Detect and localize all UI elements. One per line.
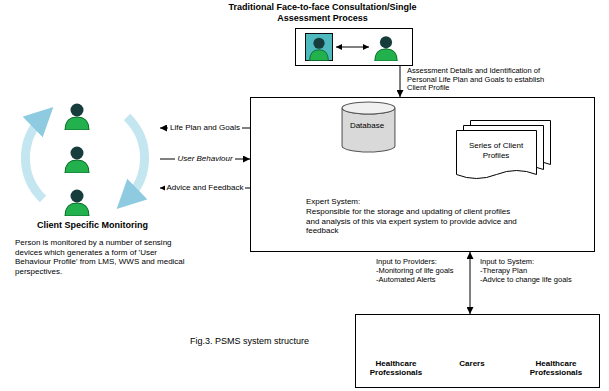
node-text: Healthcare Professionals: [516, 359, 596, 377]
node-text: Carers: [441, 359, 503, 368]
node-text: Expert System:: [306, 197, 526, 207]
node-text: Healthcare Professionals: [359, 359, 433, 377]
cylinder-top: [342, 102, 395, 114]
node-frame: [20, 92, 160, 217]
client-icon: [375, 36, 397, 61]
client-monitoring-group: Client Specific MonitoringPerson is moni…: [10, 92, 188, 292]
cycle-arrow: [25, 117, 43, 199]
node-text: Series of Client Profiles: [460, 141, 532, 160]
annotation-text: -Therapy Plan: [480, 266, 527, 275]
node-text: Database: [341, 121, 393, 131]
clinician-icon: [305, 33, 332, 60]
node-text: Responsible for the storage and updating…: [306, 207, 518, 236]
annotation-text: Input to System:: [480, 257, 534, 266]
edge-label: Life Plan and Goals: [168, 123, 242, 133]
consultation-box: Traditional Face-to-face Consultation/Si…: [220, 2, 428, 66]
node-frame: [295, 28, 413, 66]
edge-label: User Behaviour: [175, 154, 234, 164]
connector-arrow: [470, 252, 471, 314]
expert-system-box: DatabaseSeries of Client ProfilesExpert …: [250, 97, 595, 252]
annotation-text: -Monitoring of life goals: [376, 266, 454, 275]
consultation-arrow: [336, 47, 369, 48]
database-cylinder: Database: [341, 101, 396, 153]
client-icon: [65, 147, 89, 174]
node-heading: Client Specific Monitoring: [10, 220, 175, 231]
client-profiles-stack: Series of Client Profiles: [456, 119, 551, 181]
figure-caption: Fig.3. PSMS system structure: [190, 336, 309, 347]
document-page: [457, 131, 537, 179]
connector-arrow: [400, 66, 401, 97]
providers-box: Healthcare Professionals Carers Healthcare…: [355, 314, 600, 388]
edge-label: Assessment Details and Identification of…: [407, 67, 565, 93]
client-icon: [65, 104, 89, 131]
node-heading: Traditional Face-to-face Consultation/Si…: [220, 2, 425, 24]
cycle-arrow: [127, 117, 145, 199]
annotation-text: Input to Providers:: [376, 257, 437, 266]
edge-label: Advice and Feedback: [165, 183, 246, 193]
annotation-text: -Advice to change life goals: [480, 275, 572, 284]
client-icon: [65, 190, 89, 217]
node-text: Person is monitored by a number of sensi…: [15, 238, 185, 276]
annotation-text: -Automated Alerts: [376, 275, 436, 284]
